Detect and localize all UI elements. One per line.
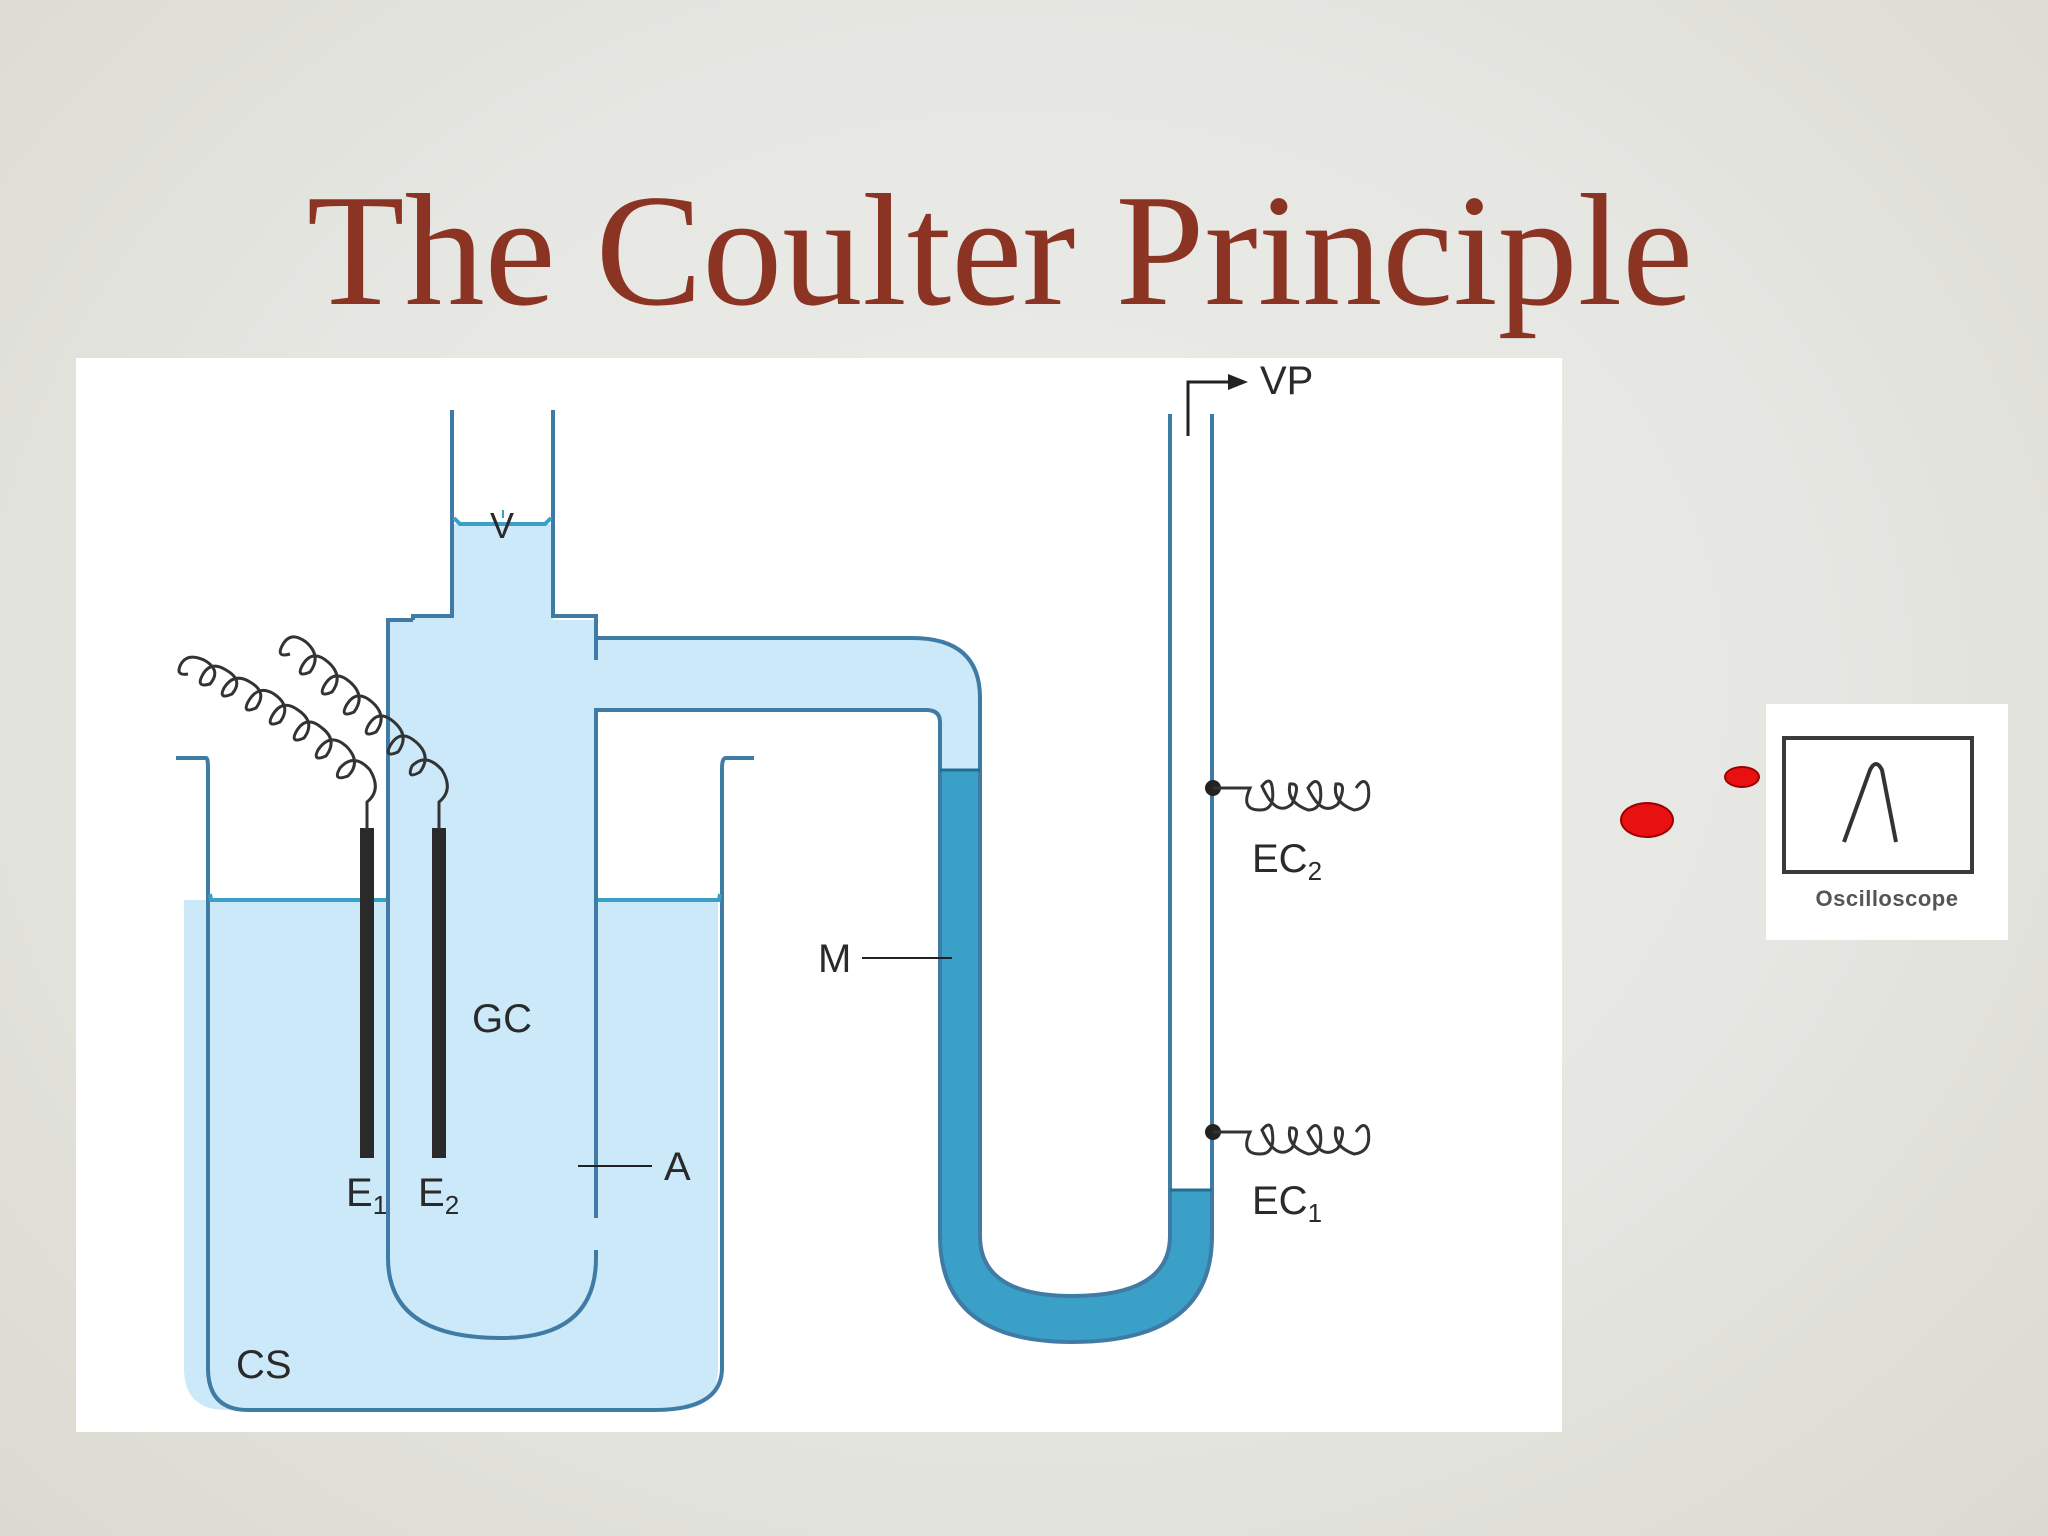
a-label: A xyxy=(664,1145,691,1189)
v-label: V xyxy=(490,505,514,546)
beaker-outline xyxy=(176,756,754,1412)
manometer-mercury xyxy=(940,770,1212,1342)
manometer-light-fluid xyxy=(940,762,980,770)
manometer-outline xyxy=(938,414,1214,1345)
indicator-dot-large xyxy=(1620,802,1674,838)
glass-cylinder-fluid xyxy=(388,516,980,1338)
slide-title: The Coulter Principle xyxy=(306,161,1694,339)
vp-label: VP xyxy=(1260,359,1313,403)
vp-arrowhead xyxy=(1228,374,1248,390)
oscilloscope-pulse-icon xyxy=(1842,762,1898,843)
v-level-line xyxy=(452,516,553,526)
oscilloscope-screen xyxy=(1782,736,1974,874)
m-label: M xyxy=(818,937,851,981)
ec1-coil xyxy=(1213,1123,1371,1156)
ec1-label: EC1 xyxy=(1252,1179,1322,1228)
e2-wire-coil xyxy=(278,635,449,830)
gc-label: GC xyxy=(472,997,532,1041)
oscilloscope-label: Oscilloscope xyxy=(1815,886,1959,911)
cs-label: CS xyxy=(236,1343,292,1387)
oscilloscope-pulse-svg xyxy=(1842,762,1898,843)
e1-label: E1 xyxy=(346,1171,387,1220)
electrode-e2 xyxy=(432,828,446,1158)
vp-arrow xyxy=(1186,380,1244,436)
ec2-coil xyxy=(1213,779,1371,812)
coulter-diagram: VP V EC2 EC1 M GC A E1 E2 CS xyxy=(76,358,1562,1432)
coulter-diagram-svg: VP V EC2 EC1 M GC A E1 E2 CS xyxy=(176,359,1371,1412)
indicator-dot-small xyxy=(1724,766,1760,788)
oscilloscope-panel: Oscilloscope xyxy=(1766,704,2008,940)
e1-wire-coil xyxy=(177,655,377,830)
e2-label: E2 xyxy=(418,1171,459,1220)
ec2-label: EC2 xyxy=(1252,837,1322,886)
glass-cylinder-top-left-step xyxy=(411,614,452,620)
electrode-e1 xyxy=(360,828,374,1158)
